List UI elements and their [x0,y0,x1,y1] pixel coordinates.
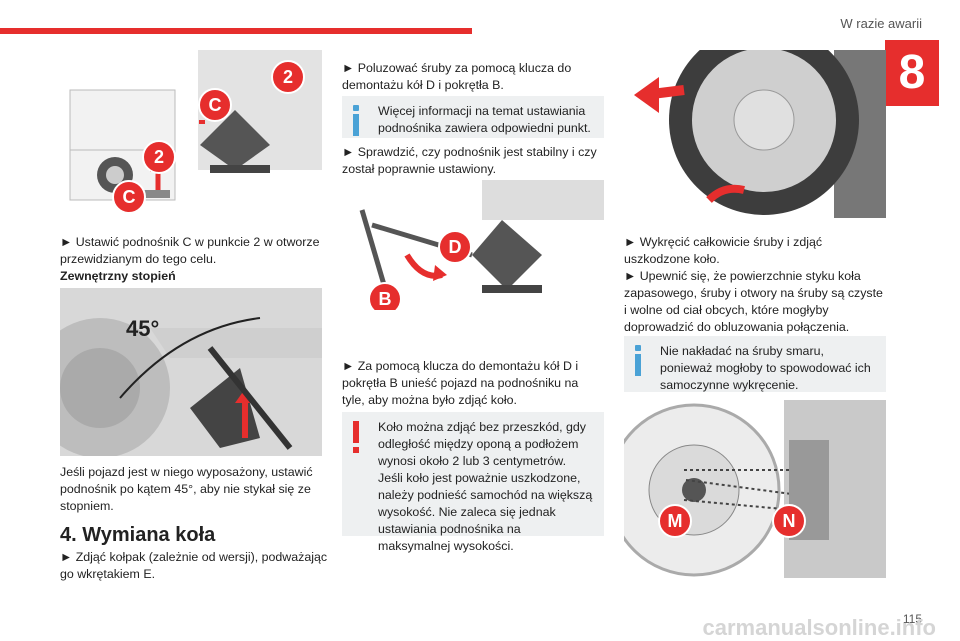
badge-n: N [772,504,806,538]
jack-angle-illustration: 45° [60,288,322,456]
step-jack-position: ► Ustawić podnośnik C w punkcie 2 w otwo… [60,235,320,266]
header-accent-bar [0,28,472,34]
section-title: W razie awarii [840,16,922,31]
page-number: 115 [902,612,922,626]
step-loosen-bolts: ► Poluzować śruby za pomocą klucza do de… [342,61,572,92]
badge-c-bottom: C [112,180,146,214]
info-note-grease-text: Nie nakładać na śruby smaru, ponieważ mo… [660,344,871,392]
watermark: carmanualsonline.info [702,615,937,640]
wrench-jack-illustration: D B [342,180,604,310]
chapter-number: 8 [885,40,939,106]
van-jack-illustration: 2 C 2 C [60,50,322,218]
step-unscrew-bolts: ► Wykręcić całkowicie śruby i zdjąć uszk… [624,235,823,266]
badge-2-top: 2 [271,60,305,94]
angle-label: 45° [126,316,160,341]
info-note-jack: Więcej informacji na temat ustawiania po… [342,96,604,138]
badge-2-bottom: 2 [142,140,176,174]
info-note-text: Więcej informacji na temat ustawiania po… [378,104,591,135]
badge-m: M [658,504,692,538]
info-icon [352,105,360,139]
info-icon [634,345,642,379]
step-raise-vehicle: ► Za pomocą klucza do demontażu kół D i … [342,359,579,407]
info-note-grease: Nie nakładać na śruby smaru, ponieważ mo… [624,336,886,392]
jack-angle-text: Jeśli pojazd jest w niego wyposażony, us… [60,465,313,513]
badge-d: D [438,230,472,264]
wheel-bolts-illustration: M N [624,400,886,578]
warning-icon [352,421,360,455]
step-hubcap: ► Zdjąć kołpak (zależnie od wersji), pod… [60,550,328,581]
badge-c-top: C [198,88,232,122]
step-clean-surfaces: ► Upewnić się, że powierzchnie styku koł… [624,269,883,334]
wheel-removal-illustration [624,50,886,218]
warning-note-text: Koło można zdjąć bez przeszkód, gdy odle… [378,420,593,553]
subheading-step: Zewnętrzny stopień [60,269,176,283]
step-check-jack: ► Sprawdzić, czy podnośnik jest stabilny… [342,145,597,176]
warning-note: Koło można zdjąć bez przeszkód, gdy odle… [342,412,604,553]
badge-b: B [368,282,402,310]
section-heading: 4. Wymiana koła [60,524,216,546]
